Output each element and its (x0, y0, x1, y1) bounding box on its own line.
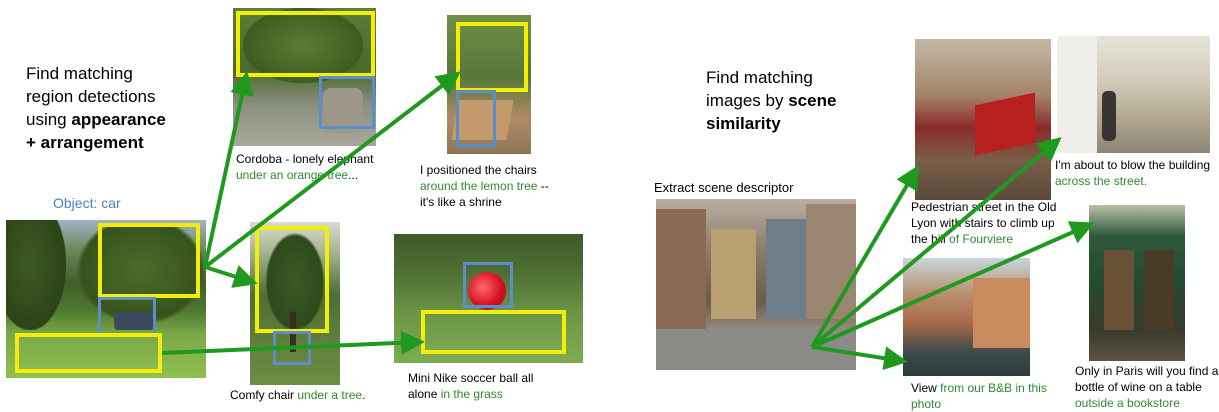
arrow-to-comfy (204, 265, 258, 288)
blow-caption-green: across the street. (1055, 174, 1148, 188)
lyon-caption-line-3: the hill of Fourviere (911, 231, 1056, 247)
left-heading-arrangement: + arrangement (26, 133, 144, 152)
lyon-caption-green: of Fourviere (949, 232, 1014, 246)
query-tree-box (98, 223, 200, 298)
lyon-caption-line-2: Lyon with stairs to climb up (911, 216, 1055, 230)
blow-caption-line-1: I'm about to blow the building (1055, 158, 1211, 172)
cordoba-caption-line-2: under an orange tree... (236, 167, 373, 183)
ball-caption-line-2: alone in the grass (408, 386, 533, 402)
ball-caption-start: alone (408, 387, 441, 401)
comfy-tree-box (255, 226, 329, 333)
right-heading-similarity: similarity (706, 114, 781, 133)
cordoba-caption-rest: ... (348, 168, 359, 182)
lyon-caption-start: the hill (911, 232, 950, 246)
right-heading-line-2: images by scene (706, 89, 836, 112)
left-heading-line-2: region detections (26, 87, 156, 106)
paris-caption-green: outside a bookstore (1075, 396, 1180, 410)
cordoba-caption: Cordoba - lonely elephant under an orang… (236, 151, 373, 183)
match-image-lyon (915, 39, 1051, 200)
chairs-caption-line-1: I positioned the chairs (420, 163, 537, 177)
left-heading-line-1: Find matching (26, 64, 133, 83)
match-image-venice-view (903, 258, 1030, 376)
right-heading-line-1: Find matching (706, 68, 813, 87)
right-heading: Find matching images by scene similarity (706, 66, 836, 135)
comfy-caption-rest: . (362, 388, 366, 402)
view-caption-green-2: photo (911, 397, 942, 411)
chairs-caption-rest: -- (537, 179, 549, 193)
query-image-street (656, 199, 856, 370)
chairs-caption-green: around the lemon tree (420, 179, 538, 193)
comfy-caption-green: under a tree (297, 388, 363, 402)
chairs-caption-line-2: around the lemon tree -- (420, 178, 549, 194)
right-heading-line-3: similarity (706, 112, 836, 135)
match-image-lemon-chairs (447, 15, 531, 154)
paris-caption-line-2: bottle of wine on a table (1075, 380, 1202, 394)
ball-box (463, 262, 513, 308)
match-image-paris-bookstore (1089, 205, 1185, 361)
lyon-caption: Pedestrian street in the Old Lyon with s… (911, 199, 1056, 247)
view-caption-line-1: View from our B&B in this (911, 380, 1047, 396)
chairs-caption-line-3: it's like a shrine (420, 195, 502, 209)
paris-caption-line-1: Only in Paris will you find a (1075, 364, 1219, 378)
query-grass-box (15, 333, 162, 373)
left-heading-using: using (26, 110, 72, 129)
query-car-box (98, 297, 156, 337)
left-heading-line-3: using appearance (26, 108, 166, 131)
ball-caption-green: in the grass (440, 387, 503, 401)
lemon-tree-box (456, 22, 528, 92)
view-caption-green-1: from our B&B in this (940, 381, 1047, 395)
right-heading-images-by: images by (706, 91, 789, 110)
chairs-caption: I positioned the chairs around the lemon… (420, 162, 549, 210)
left-heading: Find matching region detections using ap… (26, 62, 166, 154)
comfy-caption-start: Comfy chair (230, 388, 298, 402)
object-label: Object: car (53, 195, 121, 211)
cordoba-caption-line-1: Cordoba - lonely elephant (236, 152, 374, 166)
right-heading-scene: scene (788, 91, 837, 110)
left-heading-line-4: + arrangement (26, 131, 166, 154)
comfy-chair-box (273, 331, 311, 365)
query-image-park (6, 220, 206, 378)
lyon-caption-line-1: Pedestrian street in the Old (911, 200, 1057, 214)
ball-caption: Mini Nike soccer ball all alone in the g… (408, 370, 533, 402)
left-heading-appearance: appearance (71, 110, 166, 129)
cordoba-elephant-box (319, 76, 375, 129)
paris-caption: Only in Paris will you find a bottle of … (1075, 363, 1218, 411)
cordoba-caption-green: under an orange tree (236, 168, 349, 182)
blow-caption: I'm about to blow the building across th… (1055, 157, 1210, 189)
comfy-caption: Comfy chair under a tree. (230, 387, 365, 403)
cordoba-tree-box (236, 11, 375, 77)
ball-grass-box (421, 310, 566, 354)
ball-caption-line-1: Mini Nike soccer ball all (408, 371, 534, 385)
view-caption: View from our B&B in this photo (911, 380, 1047, 412)
lemon-chair-box (456, 90, 496, 147)
view-caption-start: View (911, 381, 941, 395)
match-image-blow-building (1057, 36, 1210, 153)
extract-label: Extract scene descriptor (654, 180, 794, 195)
